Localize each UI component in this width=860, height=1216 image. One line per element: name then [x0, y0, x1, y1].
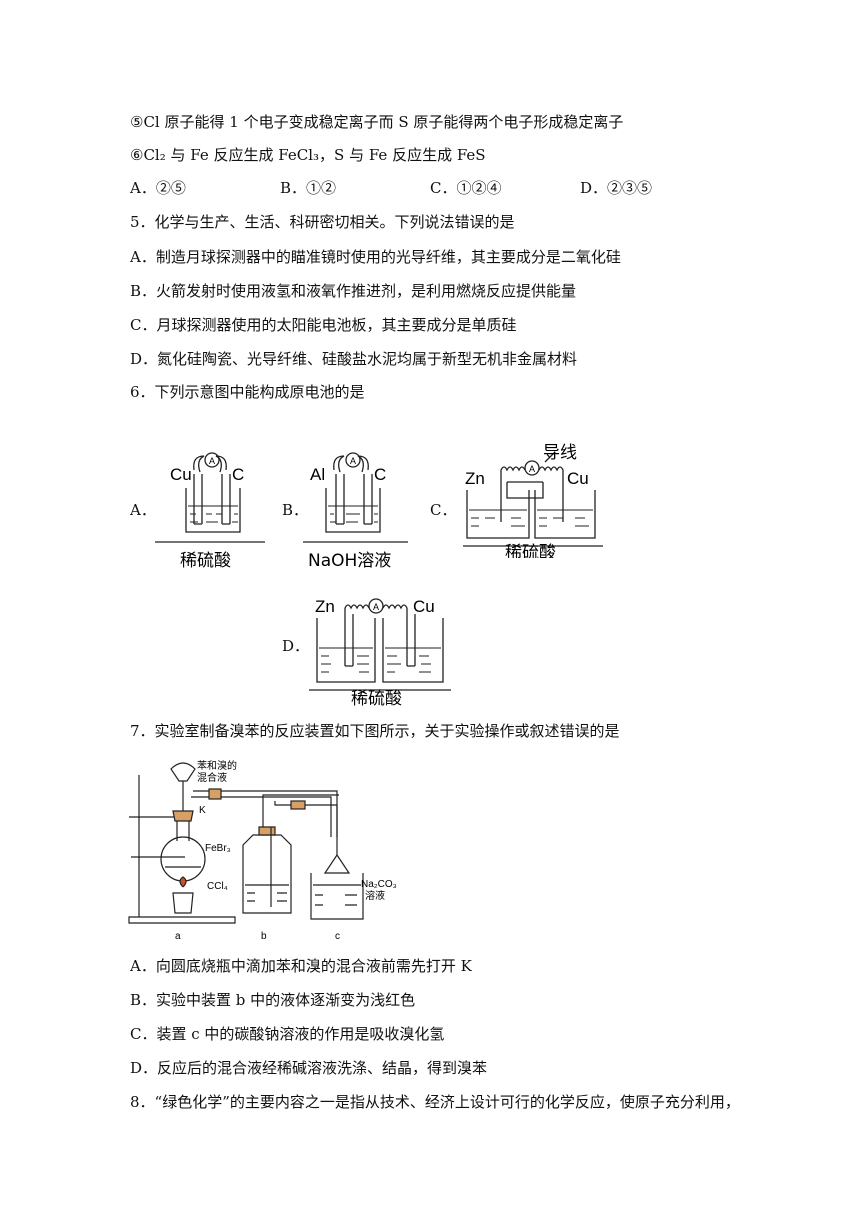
q7-apparatus-figure: 苯和溴的 混合液 K FeBr₃ CCl₄ Na₂CO₃ 溶液 a b c	[128, 759, 397, 942]
q6-b-solution: NaOH溶液	[308, 551, 391, 570]
q6-figure-d: A Zn Cu 稀硫酸	[309, 597, 451, 709]
q6-d-right-electrode: Cu	[413, 597, 435, 616]
q4-option-a: A．②⑤	[130, 179, 186, 197]
q6-a-left-electrode: Cu	[170, 465, 192, 484]
q7-label-b: b	[261, 931, 267, 942]
q6-label-a: A．	[130, 501, 156, 519]
q4-item-5: ⑤Cl 原子能得 1 个电子变成稳定离子而 S 原子能得两个电子形成稳定离子	[130, 113, 624, 131]
q7-label-a: a	[175, 931, 181, 942]
q7-label-c: c	[335, 931, 340, 942]
q6-c-wire-label: 导线	[543, 443, 577, 463]
q5-option-c: C．月球探测器使用的太阳能电池板，其主要成分是单质硅	[130, 316, 517, 334]
q4-option-b: B．①②	[280, 179, 337, 197]
q5-stem: 5．化学与生产、生活、科研密切相关。下列说法错误的是	[130, 213, 515, 231]
q8-stem: 8．“绿色化学”的主要内容之一是指从技术、经济上设计可行的化学反应，使原子充分利…	[130, 1093, 740, 1111]
q7-stem: 7．实验室制备溴苯的反应装置如下图所示，关于实验操作或叙述错误的是	[130, 722, 620, 740]
q6-c-right-electrode: Cu	[567, 469, 589, 488]
q6-stem: 6．下列示意图中能构成原电池的是	[130, 383, 365, 401]
q6-label-d: D．	[282, 637, 310, 655]
q6-label-c: C．	[430, 501, 457, 519]
q4-option-c: C．①②④	[430, 179, 502, 197]
q4-option-d: D．②③⑤	[580, 179, 653, 197]
q4-item-6: ⑥Cl₂ 与 Fe 反应生成 FeCl₃，S 与 Fe 反应生成 FeS	[130, 146, 486, 164]
q6-a-ammeter-label: A	[209, 456, 215, 466]
q5-option-b: B．火箭发射时使用液氢和液氧作推进剂，是利用燃烧反应提供能量	[130, 282, 577, 300]
q7-option-b: B．实验中装置 b 中的液体逐渐变为浅红色	[130, 991, 416, 1009]
q7-option-d: D．反应后的混合液经稀碱溶液洗涤、结晶，得到溴苯	[130, 1059, 488, 1077]
q6-figure-b: A Al C NaOH溶液	[303, 452, 408, 570]
q7-option-a: A．向圆底烧瓶中滴加苯和溴的混合液前需先打开 K	[130, 957, 472, 975]
q6-d-left-electrode: Zn	[315, 597, 335, 616]
q7-funnel-label-1: 苯和溴的	[197, 759, 237, 772]
q6-b-ammeter-label: A	[350, 456, 356, 466]
q6-b-right-electrode: C	[374, 465, 386, 484]
q6-figure-c: A Zn Cu 导线 稀硫酸	[463, 443, 603, 558]
q7-b-liquid-label: CCl₄	[207, 881, 228, 892]
q5-option-a: A．制造月球探测器中的瞄准镜时使用的光导纤维，其主要成分是二氧化硅	[130, 248, 621, 266]
q6-c-ammeter-label: A	[529, 464, 535, 474]
q6-b-left-electrode: Al	[310, 465, 325, 484]
q7-c-liquid-label-1: Na₂CO₃	[361, 879, 397, 890]
q5-option-d: D．氮化硅陶瓷、光导纤维、硅酸盐水泥均属于新型无机非金属材料	[130, 350, 578, 368]
q6-label-b: B．	[282, 501, 309, 519]
q6-a-right-electrode: C	[232, 465, 244, 484]
q7-c-liquid-label-2: 溶液	[365, 889, 385, 902]
q7-catalyst-label: FeBr₃	[205, 843, 231, 854]
q7-valve-label: K	[199, 805, 206, 816]
q6-figure-a: A Cu C 稀硫酸	[155, 452, 265, 570]
q7-funnel-label-2: 混合液	[197, 771, 227, 784]
q6-d-ammeter-label: A	[373, 602, 379, 612]
q6-a-solution: 稀硫酸	[180, 551, 231, 570]
q6-d-solution: 稀硫酸	[351, 689, 402, 709]
q6-c-left-electrode: Zn	[465, 469, 485, 488]
q6-c-solution: 稀硫酸	[505, 543, 556, 558]
q7-option-c: C．装置 c 中的碳酸钠溶液的作用是吸收溴化氢	[130, 1025, 445, 1043]
